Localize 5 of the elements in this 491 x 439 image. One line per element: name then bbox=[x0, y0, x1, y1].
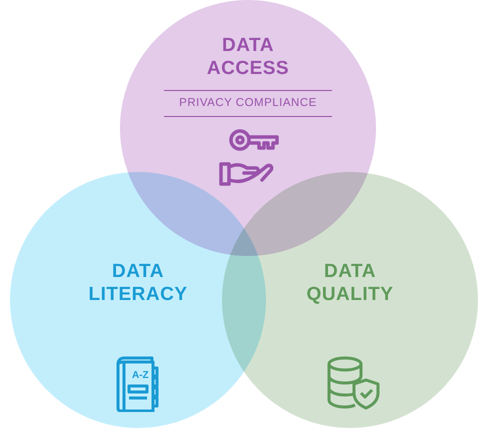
circle-title: DATA ACCESS bbox=[206, 34, 290, 80]
circle-title: DATA LITERACY bbox=[88, 260, 188, 306]
circle-title: DATA QUALITY bbox=[306, 260, 394, 306]
icon-letters: A-Z bbox=[132, 370, 149, 381]
circle-subtitle: PRIVACY COMPLIANCE bbox=[178, 96, 318, 110]
